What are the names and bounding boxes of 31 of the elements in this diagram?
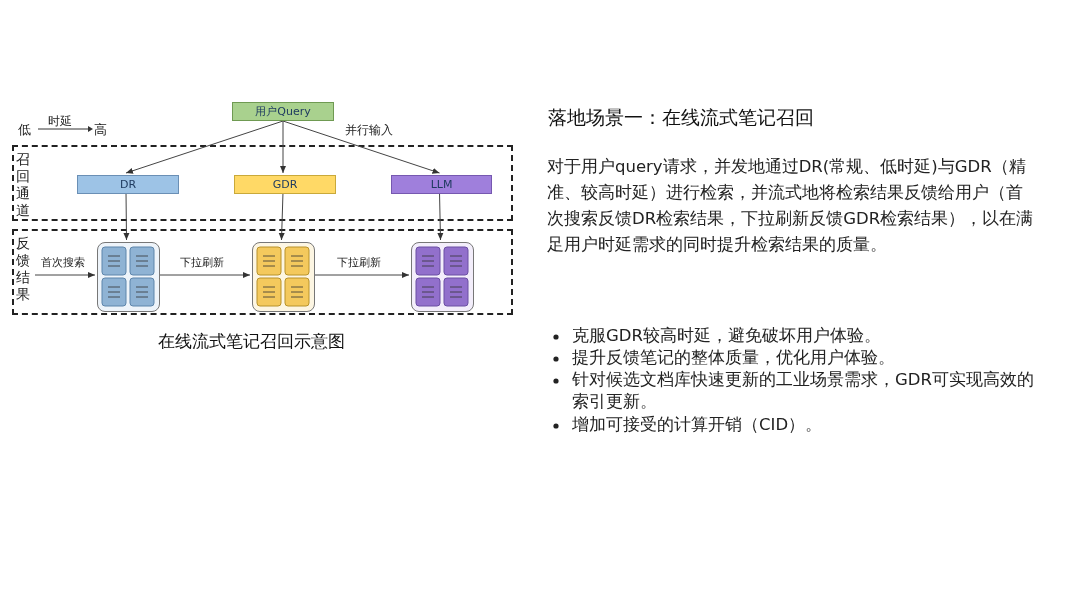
- arrow: [312, 272, 410, 278]
- arrow: [278, 191, 285, 241]
- arrow: [125, 120, 284, 174]
- edge-label: 首次搜索: [41, 255, 85, 270]
- arrow: [157, 272, 251, 278]
- arrow: [280, 120, 286, 174]
- band-title: 召回通道: [16, 151, 31, 219]
- arrow: [123, 191, 130, 241]
- channel-box: LLM: [391, 175, 492, 194]
- annotation-text: 并行输入: [345, 122, 393, 139]
- arrow: [34, 272, 96, 278]
- edge-label: 下拉刷新: [337, 255, 381, 270]
- description-paragraph: 对于用户query请求，并发地通过DR(常规、低时延)与GDR（精准、较高时延）进行检索，并流式地将检索结果反馈给用户（首次搜索反馈DR检索结果，下拉刷新反馈GDR检索结果），以在满足用户时延需求的同时提升检索结果的质量。: [547, 156, 1035, 256]
- channel-box: GDR: [234, 175, 336, 194]
- dashed-band: [12, 145, 513, 221]
- dashed-band: [12, 229, 513, 315]
- bullet-text: 针对候选文档库快速更新的工业场景需求，GDR可实现高效的索引更新。: [572, 369, 1035, 413]
- arrow: [437, 191, 444, 241]
- input-box: 用户Query: [232, 102, 334, 121]
- figure-caption: 在线流式笔记召回示意图: [158, 330, 345, 353]
- scale-label: 高: [94, 121, 107, 139]
- bullet-text: 克服GDR较高时延，避免破坏用户体验。: [572, 325, 882, 347]
- channel-box: DR: [77, 175, 179, 194]
- scale-label: 低: [18, 121, 31, 139]
- slide-title: 落地场景一：在线流式笔记召回: [548, 105, 814, 130]
- edge-label: 下拉刷新: [180, 255, 224, 270]
- bullet-text: 增加可接受的计算开销（CID）。: [572, 414, 824, 436]
- bullet-text: 提升反馈笔记的整体质量，优化用户体验。: [572, 347, 896, 369]
- axis-label: 时延: [48, 113, 72, 130]
- arrow: [282, 120, 440, 174]
- band-title: 反馈结果: [16, 235, 31, 303]
